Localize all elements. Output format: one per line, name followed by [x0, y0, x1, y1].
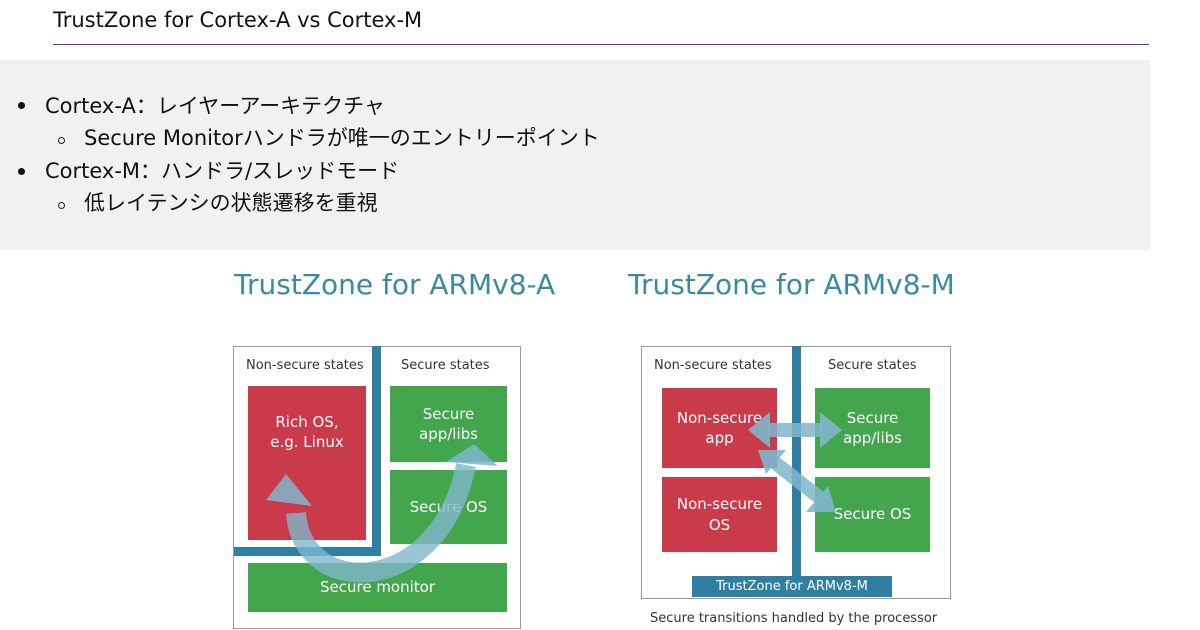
armv8m-bottom-bar: TrustZone for ARMv8-M	[692, 576, 892, 597]
ns-os-box: Non-secure OS	[662, 477, 777, 552]
armv8m-caption: Secure transitions handled by the proces…	[650, 611, 938, 626]
armv8m-nonsecure-label: Non-secure states	[654, 358, 772, 373]
armv8m-secure-os-box: Secure OS	[815, 477, 930, 552]
title-divider	[53, 44, 1149, 45]
bullet-list: Cortex-A：レイヤーアーキテクチャ Secure Monitorハンドラが…	[0, 60, 1150, 250]
bullet-cortex-m: Cortex-M：ハンドラ/スレッドモード	[45, 159, 400, 183]
bullet-cortex-a: Cortex-A：レイヤーアーキテクチャ	[45, 94, 385, 118]
armv8m-secure-label: Secure states	[828, 358, 917, 373]
armv8m-vertical-divider	[792, 346, 801, 578]
sub-bullet-ring	[58, 137, 65, 144]
armv8a-vertical-divider	[372, 346, 381, 556]
armv8m-title: TrustZone for ARMv8-M	[628, 268, 955, 301]
bullet-dot	[18, 102, 25, 109]
rich-os-box: Rich OS, e.g. Linux	[248, 386, 366, 540]
sub-bullet-low-latency: 低レイテンシの状態遷移を重視	[84, 191, 378, 215]
armv8a-secure-app-box: Secure app/libs	[390, 386, 507, 462]
slide-title: TrustZone for Cortex-A vs Cortex-M	[53, 8, 423, 32]
armv8a-secure-label: Secure states	[401, 358, 490, 373]
sub-bullet-ring	[58, 202, 65, 209]
bullet-dot	[18, 168, 25, 175]
armv8a-title: TrustZone for ARMv8-A	[234, 268, 556, 301]
armv8a-nonsecure-label: Non-secure states	[246, 358, 364, 373]
sub-bullet-secure-monitor: Secure Monitorハンドラが唯一のエントリーポイント	[84, 126, 600, 150]
